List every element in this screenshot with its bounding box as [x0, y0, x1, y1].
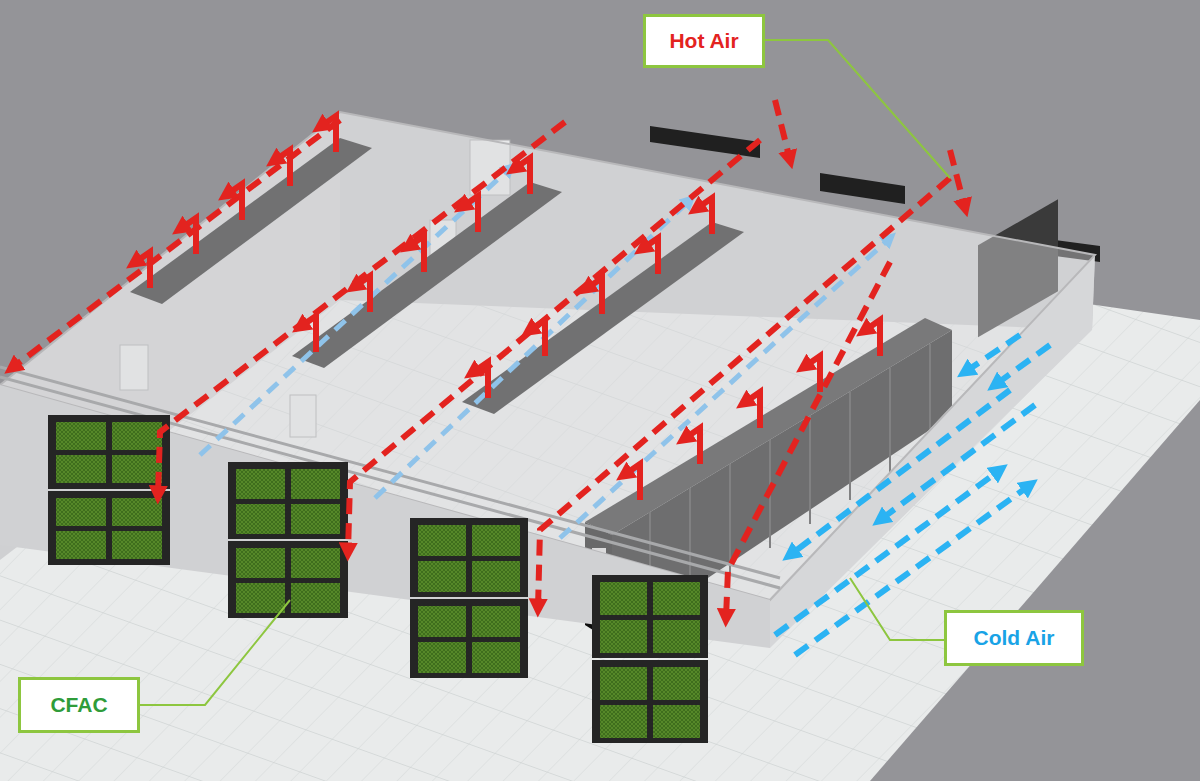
cfac-grille: [291, 583, 340, 613]
front-wall: [0, 385, 770, 648]
hot-air-riser: [529, 320, 545, 356]
cfac-unit: [228, 462, 348, 539]
callout-label: Cold Air: [974, 626, 1055, 650]
hot-air-riser: [134, 252, 150, 288]
cfac-grille: [472, 525, 520, 556]
cfac-stack: [228, 462, 348, 618]
cfac-grille: [236, 548, 285, 578]
hot-air-arrow: [158, 122, 565, 495]
callout-box: Hot Air: [643, 14, 765, 68]
hot-air-riser: [642, 238, 658, 274]
hot-air-riser: [320, 116, 336, 152]
hot-air-riser: [226, 184, 242, 220]
cfac-grille: [600, 667, 647, 700]
cfac-grille: [56, 531, 106, 559]
cfac-grille: [418, 606, 466, 637]
hot-air-riser: [300, 316, 316, 352]
hot-air-riser: [696, 198, 712, 234]
cfac-stack: [48, 415, 170, 565]
cfac-grille: [600, 582, 647, 615]
cfac-grille: [112, 531, 162, 559]
hot-air-arrow: [726, 262, 890, 618]
cold-air-arrows: [775, 335, 1050, 655]
cfac-grille: [653, 705, 700, 738]
cfac-grille: [236, 469, 285, 499]
cfac-grille: [472, 606, 520, 637]
callout-box: Cold Air: [944, 610, 1084, 666]
cfac-unit: [410, 599, 528, 678]
cfac-unit: [48, 491, 170, 565]
cfac-unit: [410, 518, 528, 597]
cfac-unit: [592, 575, 708, 658]
leader-line: [765, 40, 950, 178]
cfac-grille: [112, 498, 162, 526]
cfac-grille: [291, 469, 340, 499]
cfac-grille: [56, 422, 106, 450]
leader-line: [850, 578, 944, 640]
hot-air-riser: [864, 320, 880, 356]
cfac-grille: [653, 620, 700, 653]
hot-air-arrow: [950, 150, 965, 208]
pipes: [0, 367, 780, 588]
cfac-grille: [112, 422, 162, 450]
cfac-grille: [236, 504, 285, 534]
hot-air-riser: [804, 356, 820, 392]
cfac-grille: [418, 642, 466, 673]
cfac-grille: [291, 548, 340, 578]
hot-air-riser: [462, 196, 478, 232]
cold-air-arrow: [995, 345, 1050, 385]
cold-air-arrow: [880, 405, 1035, 520]
hot-air-arrow: [12, 120, 340, 368]
callout-label: CFAC: [50, 693, 107, 717]
hot-air-riser: [586, 278, 602, 314]
roof-unit: [820, 173, 905, 204]
hot-air-riser: [408, 236, 424, 272]
hot-air-riser: [514, 158, 530, 194]
cfac-grille: [291, 504, 340, 534]
cfac-grille: [418, 525, 466, 556]
callout-box: CFAC: [18, 677, 140, 733]
cfac-stack: [592, 575, 708, 743]
cfac-unit: [592, 660, 708, 743]
cfac-grille: [112, 455, 162, 483]
cfac-grille: [472, 642, 520, 673]
hot-air-arrow: [775, 100, 790, 160]
hot-air-arrow: [348, 140, 760, 552]
hot-air-riser: [624, 464, 640, 500]
cfac-unit: [228, 541, 348, 618]
hot-air-riser: [684, 428, 700, 464]
cold-air-arrow: [790, 390, 1010, 555]
hot-air-arrow: [538, 178, 950, 608]
roof-unit: [650, 126, 760, 158]
cold-air-arrow: [965, 335, 1020, 372]
cfac-grille: [56, 498, 106, 526]
hot-air-riser: [472, 362, 488, 398]
callout-label: Hot Air: [669, 29, 738, 53]
leader-lines: [140, 40, 950, 705]
cool-air-arrows: [200, 168, 890, 538]
cfac-grille: [653, 582, 700, 615]
hot-air-riser: [180, 218, 196, 254]
cool-air-arrow: [560, 238, 890, 538]
cfac-unit: [48, 415, 170, 489]
cfac-grille: [56, 455, 106, 483]
cfac-grille: [418, 561, 466, 592]
cfac-grille: [236, 583, 285, 613]
hot-air-risers: [134, 116, 880, 500]
cfac-grille: [600, 705, 647, 738]
cool-air-arrow: [375, 200, 690, 498]
hot-air-arrows: [12, 100, 965, 618]
leader-line: [140, 600, 290, 705]
cfac-grille: [653, 667, 700, 700]
hot-air-riser: [274, 150, 290, 186]
hot-air-riser: [744, 392, 760, 428]
cfac-grille: [600, 620, 647, 653]
cfac-stack: [410, 518, 528, 678]
hot-air-riser: [354, 276, 370, 312]
cfac-grille: [472, 561, 520, 592]
